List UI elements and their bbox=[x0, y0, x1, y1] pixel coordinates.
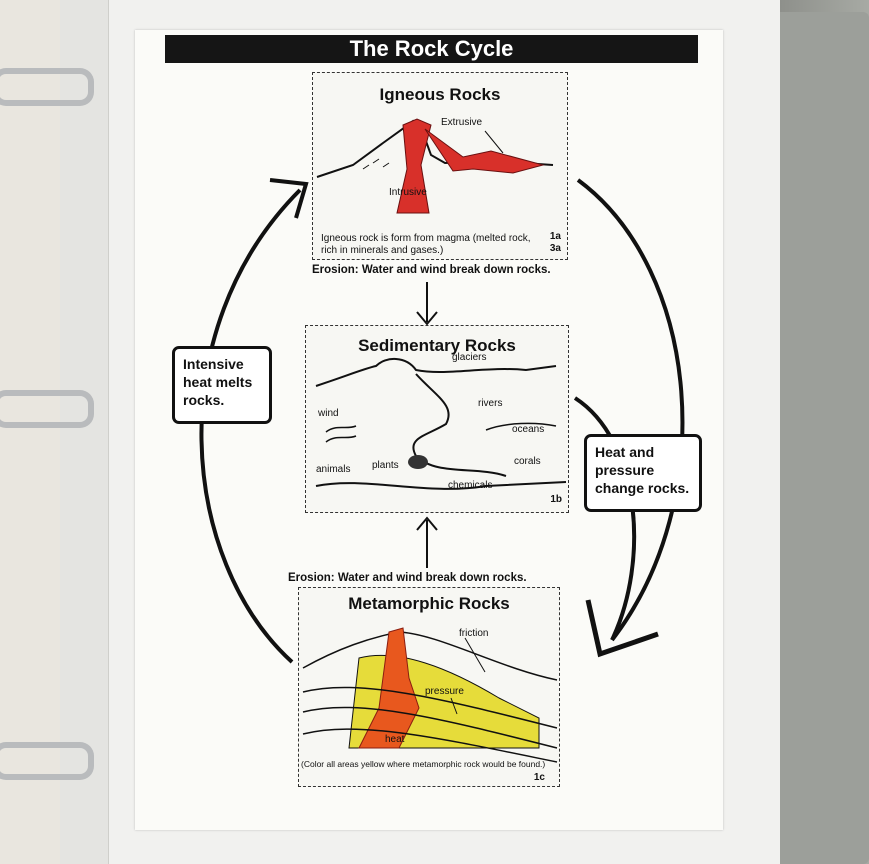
intensive-heat-note: Intensive heat melts rocks. bbox=[172, 346, 272, 424]
igneous-title: Igneous Rocks bbox=[379, 85, 501, 104]
extrusive-label: Extrusive bbox=[441, 117, 483, 128]
intensive-heat-line-1: Intensive bbox=[183, 356, 244, 372]
metamorphic-rocks-flap[interactable]: Metamorphic Rocks friction pressure heat… bbox=[298, 587, 560, 787]
erosion-label-bottom: Erosion: Water and wind break down rocks… bbox=[288, 572, 527, 584]
igneous-rocks-flap[interactable]: Igneous Rocks Extrusive Intrusive Igneou… bbox=[312, 72, 568, 260]
pressure-label: pressure bbox=[425, 686, 464, 697]
wind-label: wind bbox=[318, 408, 339, 419]
intrusive-label: Intrusive bbox=[389, 187, 427, 198]
sediment-illustration bbox=[315, 358, 567, 490]
right-arrowhead bbox=[585, 599, 659, 658]
metamorphic-number-1c: 1c bbox=[533, 772, 545, 783]
left-arrowhead bbox=[269, 178, 309, 219]
chemicals-label: chemicals bbox=[448, 480, 493, 491]
volcano-illustration bbox=[316, 118, 554, 214]
igneous-number-3a: 3a bbox=[549, 243, 561, 254]
heat-pressure-note: Heat and pressure change rocks. bbox=[584, 434, 702, 512]
erosion-label-top: Erosion: Water and wind break down rocks… bbox=[312, 264, 551, 276]
heat-pressure-line-2: pressure bbox=[595, 462, 655, 478]
up-arrow bbox=[416, 516, 438, 531]
glaciers-label: glaciers bbox=[452, 352, 487, 363]
binder-ring-top bbox=[0, 68, 94, 106]
igneous-number-1a: 1a bbox=[549, 231, 561, 242]
metamorphic-caption: (Color all areas yellow where metamorphi… bbox=[301, 759, 546, 769]
binder-ring-bottom bbox=[0, 742, 94, 780]
rivers-label: rivers bbox=[478, 398, 503, 409]
igneous-caption: Igneous rock is form from magma (melted … bbox=[321, 233, 531, 256]
friction-label: friction bbox=[459, 628, 489, 639]
heat-label: heat bbox=[385, 734, 405, 745]
metamorphic-title: Metamorphic Rocks bbox=[348, 594, 510, 613]
sheet-protector-punch-strip bbox=[60, 0, 109, 864]
sedimentary-number-1b: 1b bbox=[550, 494, 562, 505]
metamorphic-illustration bbox=[302, 627, 558, 763]
sedimentary-rocks-flap[interactable]: Sedimentary Rocks glaciers wind rivers o… bbox=[305, 325, 569, 513]
binder-ring-middle bbox=[0, 390, 94, 428]
corals-label: corals bbox=[514, 456, 541, 467]
heat-pressure-line-3: change rocks. bbox=[595, 480, 690, 496]
intensive-heat-line-3: rocks. bbox=[183, 392, 225, 408]
plants-label: plants bbox=[372, 460, 399, 471]
sedimentary-title: Sedimentary Rocks bbox=[358, 336, 516, 355]
animals-label: animals bbox=[316, 464, 351, 475]
page-title: The Rock Cycle bbox=[165, 35, 698, 63]
intensive-heat-line-2: heat melts bbox=[183, 374, 253, 390]
down-arrow bbox=[416, 311, 438, 326]
heat-pressure-line-1: Heat and bbox=[595, 444, 655, 460]
oceans-label: oceans bbox=[512, 424, 545, 435]
